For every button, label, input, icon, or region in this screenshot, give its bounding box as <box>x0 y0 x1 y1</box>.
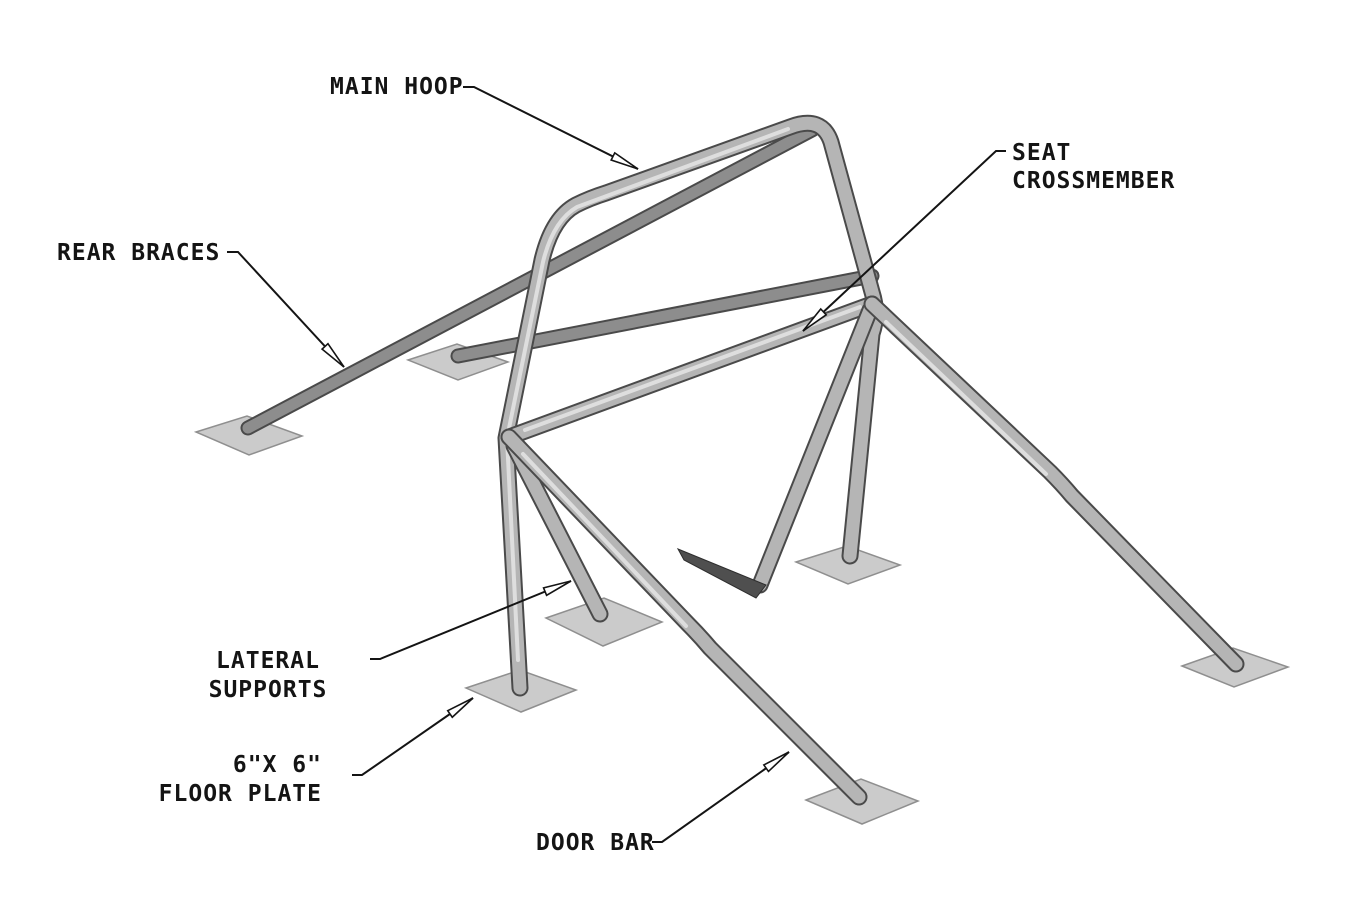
floor-plate-hoop-right <box>793 545 903 585</box>
lateral-support-shadow <box>676 548 767 599</box>
door-bar-right <box>865 297 1243 671</box>
door-bar-tubes <box>500 295 1245 806</box>
leader-door-bar <box>652 751 790 843</box>
main-hoop-highlight <box>505 127 790 662</box>
lateral-support-left <box>507 439 607 621</box>
floor-plate-lateral <box>544 597 664 647</box>
door-bar-left <box>502 430 866 804</box>
labels: MAIN HOOP SEAT CROSSMEMBER REAR BRACES L… <box>57 74 1175 856</box>
label-door-bar: DOOR BAR <box>536 830 655 856</box>
lateral-support-tubes <box>505 301 879 623</box>
label-lateral-supports-line1: LATERAL <box>216 648 320 674</box>
door-bar-right-highlight <box>884 320 1048 476</box>
label-rear-braces: REAR BRACES <box>57 240 220 266</box>
leader-lines <box>227 86 1006 843</box>
label-main-hoop: MAIN HOOP <box>330 74 464 100</box>
label-floor-plate-line1: 6"X 6" <box>233 752 322 778</box>
main-hoop <box>499 116 882 695</box>
door-bar-left-highlight <box>521 452 688 628</box>
label-seat-crossmember-line2: CROSSMEMBER <box>1012 168 1175 194</box>
rear-braces-tubes <box>240 122 880 436</box>
main-hoop-tube <box>497 114 884 697</box>
leader-main-hoop <box>463 86 639 170</box>
leader-lateral-supports <box>370 580 572 660</box>
label-lateral-supports-line2: SUPPORTS <box>209 677 328 703</box>
leader-floor-plate <box>352 697 474 776</box>
label-seat-crossmember-line1: SEAT <box>1012 140 1071 166</box>
leader-seat-crossmember <box>802 150 1006 332</box>
lateral-support-front <box>753 303 877 592</box>
leader-rear-braces <box>227 251 345 368</box>
label-floor-plate-line2: FLOOR PLATE <box>159 781 322 807</box>
seat-crossmember-tube <box>500 295 881 446</box>
floor-plate-rear-left <box>193 415 305 456</box>
